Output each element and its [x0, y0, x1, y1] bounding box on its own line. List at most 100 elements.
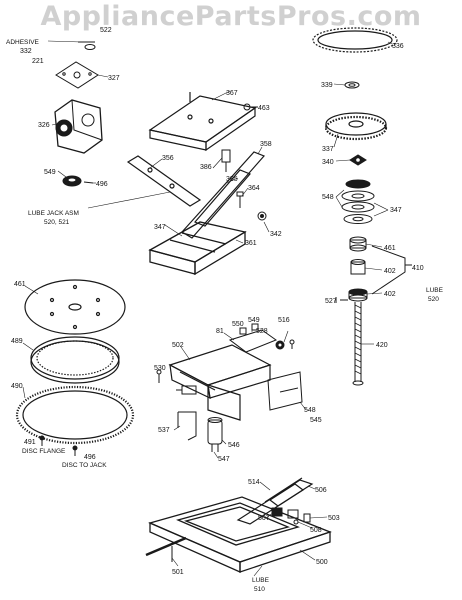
callout-339: 339 — [321, 82, 333, 89]
callout-550: 550 — [232, 321, 244, 328]
nut-402a — [350, 259, 366, 275]
callout-358: 358 — [260, 141, 272, 148]
scissor-link-358 — [181, 151, 266, 239]
top-plate-367 — [148, 92, 257, 152]
watermark-text: AppliancePartsPros.com — [40, 1, 422, 32]
callout-356: 356 — [162, 155, 174, 162]
callout-500: 500 — [316, 559, 328, 566]
callout-336: 336 — [392, 43, 404, 50]
callout-402-upper: 402 — [384, 268, 396, 275]
leader-lines — [22, 40, 393, 577]
callout-340: 340 — [322, 159, 334, 166]
callout-549: 549 — [44, 169, 56, 176]
callout-461-right: 461 — [384, 245, 396, 252]
callout-463: 463 — [258, 105, 270, 112]
callout-506: 506 — [315, 487, 327, 494]
lube-bracket — [371, 245, 412, 295]
callout-502: 502 — [172, 342, 184, 349]
callout-327: 327 — [108, 75, 120, 82]
flange-ring-490 — [15, 385, 135, 445]
callout-347-right: 347 — [390, 207, 402, 214]
callout-549-mid: 549 — [248, 317, 260, 324]
callout-522: 522 — [100, 27, 112, 34]
callout-385: 385 — [226, 176, 238, 183]
control-bar-506 — [236, 477, 314, 525]
callout-528: 528 — [256, 328, 268, 335]
callout-361: 361 — [245, 240, 257, 247]
callout-548-mid: 548 — [304, 407, 316, 414]
callout-507: 507 — [258, 515, 270, 522]
callout-367: 367 — [226, 90, 238, 97]
callout-514: 514 — [248, 479, 260, 486]
screw-522 — [78, 41, 96, 50]
callout-496: 496 — [96, 181, 108, 188]
screw-364 — [236, 191, 244, 208]
callout-520-521: 520, 521 — [44, 219, 70, 226]
callout-lube-right-520: 520 — [428, 296, 439, 303]
ring-489 — [30, 336, 120, 384]
clip-548a — [176, 385, 197, 395]
belt-336 — [312, 27, 398, 53]
callout-420: 420 — [376, 342, 388, 349]
callout-508: 508 — [310, 527, 322, 534]
callout-lube-right: LUBE — [426, 287, 444, 294]
screw-463 — [243, 103, 258, 111]
callout-527: 527 — [325, 298, 337, 305]
callout-491: 491 — [24, 439, 36, 446]
motor-housing-326 — [54, 99, 103, 154]
screw-527 — [335, 297, 348, 303]
nut-461r — [349, 236, 367, 252]
base-500 — [148, 496, 332, 574]
scissor-link-356 — [126, 155, 202, 207]
cam-528 — [275, 340, 285, 350]
callout-labels: ADHESIVE 332 221 522 327 326 549 496 LUB… — [6, 27, 444, 593]
callout-342: 342 — [270, 231, 282, 238]
callout-547: 547 — [218, 456, 230, 463]
bearing-stack-548 — [341, 179, 375, 224]
callout-disc-flange: DISC FLANGE — [22, 448, 66, 455]
bracket-548b — [267, 371, 303, 411]
rod-501 — [145, 536, 187, 562]
switch-550 — [228, 323, 278, 353]
nut-342 — [257, 211, 267, 221]
washer-339 — [344, 81, 360, 89]
callout-347: 347 — [154, 224, 166, 231]
callout-410: 410 — [412, 265, 424, 272]
callout-lube-bottom: LUBE — [252, 577, 270, 584]
callout-337: 337 — [322, 146, 334, 153]
gear-337 — [324, 112, 388, 141]
callout-548: 548 — [322, 194, 334, 201]
capacitor-546 — [207, 417, 223, 452]
screw-530 — [289, 339, 295, 349]
gasket-plate-327 — [55, 61, 99, 89]
clamp-537 — [177, 411, 197, 441]
bracket-502 — [168, 344, 272, 421]
callout-402-lower: 402 — [384, 291, 396, 298]
nut-402b — [348, 288, 368, 302]
callout-disc-to-jack: DISC TO JACK — [62, 462, 107, 469]
callout-adhesive: ADHESIVE — [6, 39, 40, 46]
callout-lube-jack-asm: LUBE JACK ASM — [28, 210, 79, 217]
callout-496-bottom: 496 — [84, 454, 96, 461]
callout-461-left: 461 — [14, 281, 26, 288]
callout-503: 503 — [328, 515, 340, 522]
cam-549 — [62, 175, 94, 187]
jack-screw-420 — [352, 302, 364, 386]
screw-530l — [156, 369, 162, 383]
callout-490: 490 — [11, 383, 23, 390]
callout-332: 332 — [20, 48, 32, 55]
callout-516: 516 — [278, 317, 290, 324]
disc-461 — [24, 279, 126, 335]
pin-386 — [221, 149, 231, 172]
callout-221: 221 — [32, 58, 44, 65]
screws-491-496 — [39, 435, 78, 456]
callout-386: 386 — [200, 164, 212, 171]
callout-537: 537 — [158, 427, 170, 434]
callout-546: 546 — [228, 442, 240, 449]
callout-545: 545 — [310, 417, 322, 424]
callout-326: 326 — [38, 122, 50, 129]
clip-340 — [349, 154, 367, 166]
callout-489: 489 — [11, 338, 23, 345]
callout-lube-bottom-510: 510 — [254, 586, 265, 593]
